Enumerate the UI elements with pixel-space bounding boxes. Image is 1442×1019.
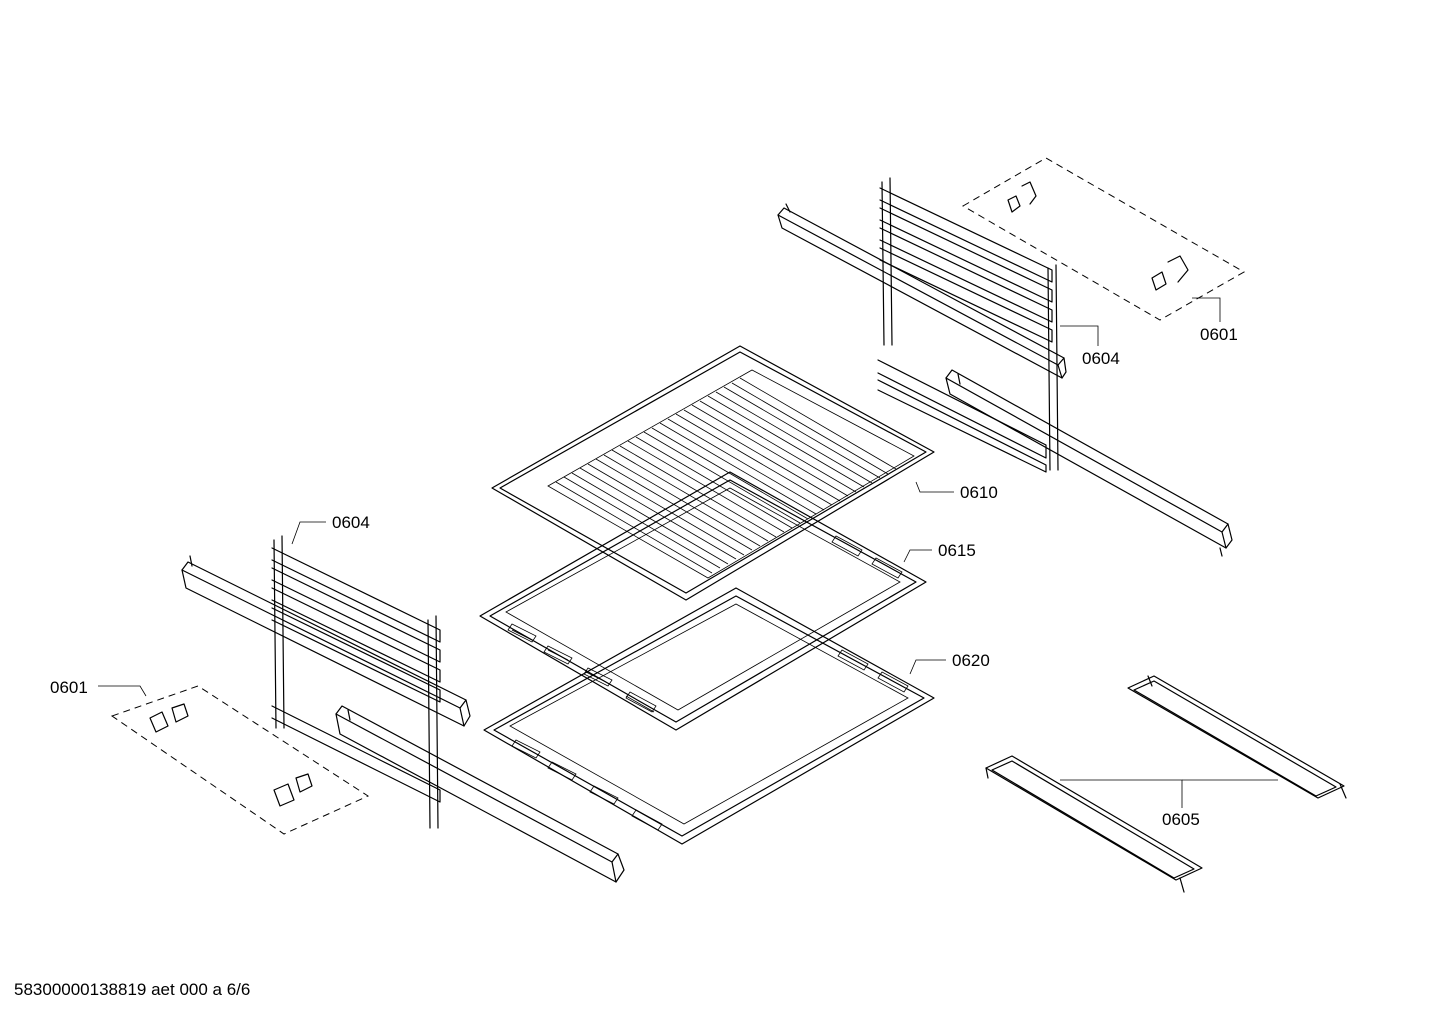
right-shelf-support [777, 177, 1233, 557]
callout-0601-top: 0601 [1200, 325, 1238, 344]
callout-0604-top: 0604 [1082, 349, 1120, 368]
callout-0620: 0620 [952, 651, 990, 670]
callout-0604-left: 0604 [332, 513, 370, 532]
callout-0610: 0610 [960, 483, 998, 502]
callout-0605: 0605 [1162, 810, 1200, 829]
left-clip-kit [110, 685, 370, 835]
upper-baking-tray [479, 471, 927, 731]
lower-baking-tray [483, 587, 935, 845]
document-code: 58300000138819 aet 000 a 6/6 [14, 980, 251, 999]
callout-0615: 0615 [938, 541, 976, 560]
callout-0601-left: 0601 [50, 678, 88, 697]
wire-grid-rack [491, 345, 935, 601]
leader-lines [98, 297, 1278, 808]
left-shelf-support [181, 535, 625, 883]
top-clip-kit [962, 157, 1246, 321]
telescopic-rails [985, 675, 1347, 893]
